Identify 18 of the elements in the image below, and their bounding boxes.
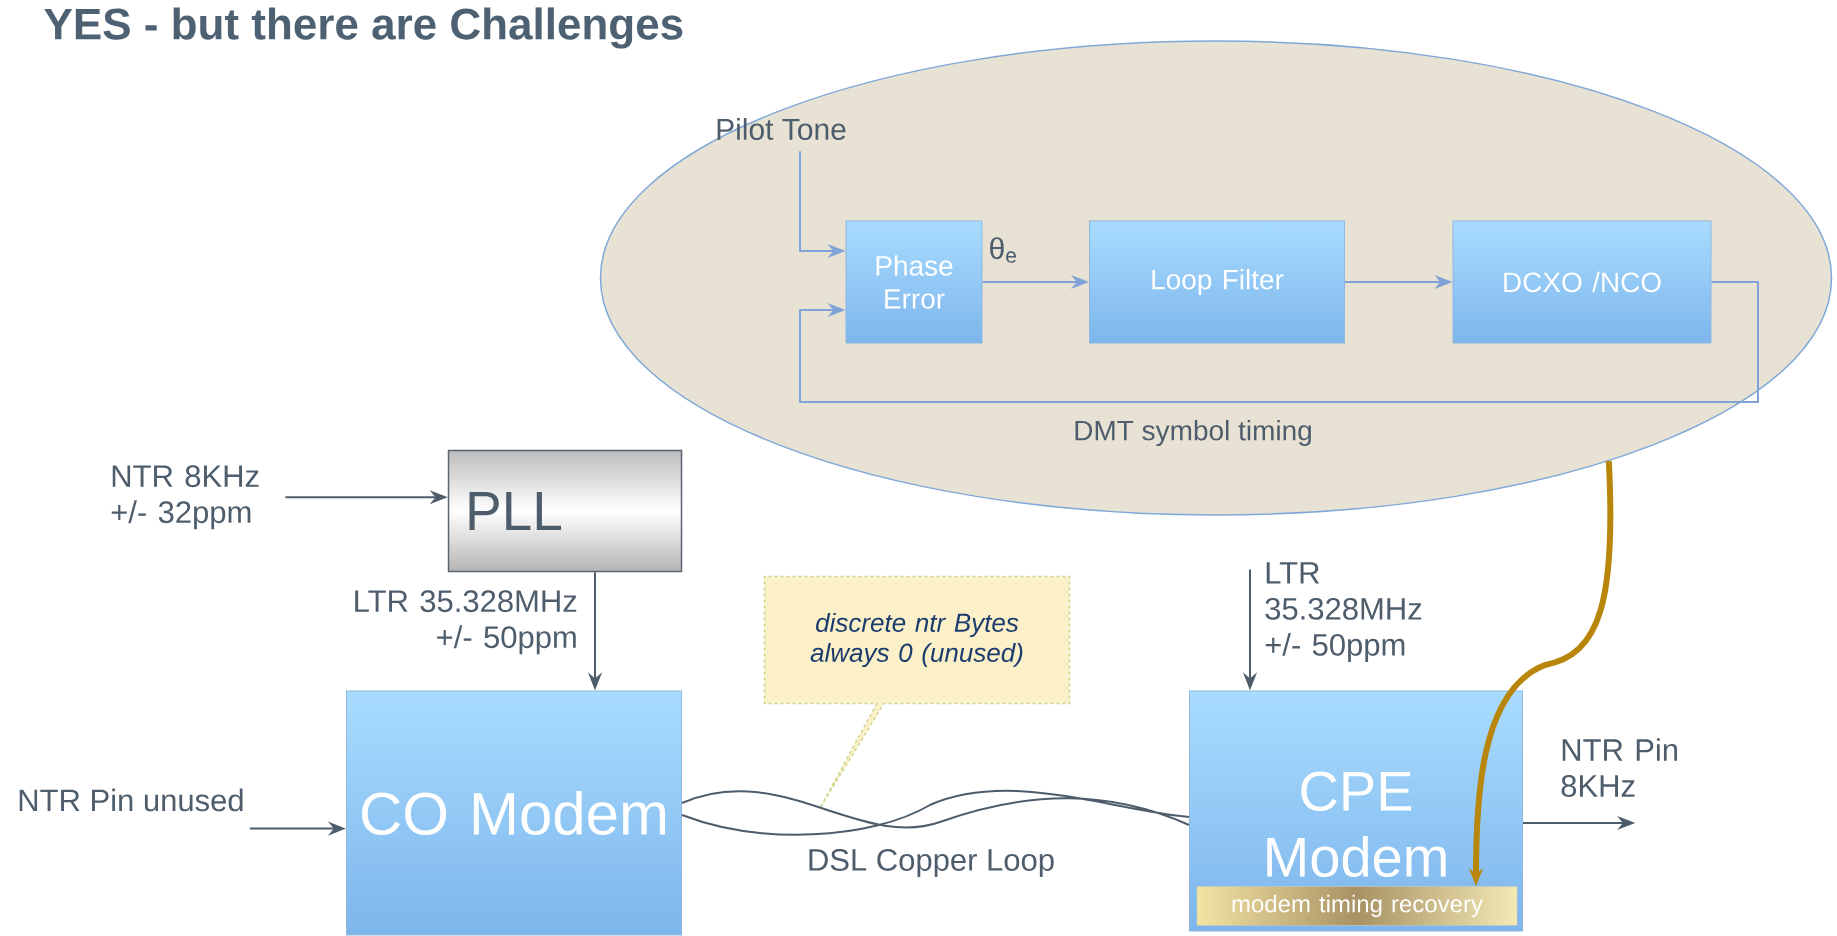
input-label: NTR 8KHz +/- 32ppm [111, 465, 259, 530]
title: YES - but there are Challenges [44, 7, 683, 49]
speech-bubble: discrete ntr Bytes always 0 (unused) [763, 575, 1071, 809]
edge-label: LTR 35.328MHz +/- 50ppm [1265, 562, 1422, 662]
input-label: NTR Pin unused [19, 788, 243, 812]
label-band: modem timing recovery [1196, 886, 1518, 926]
modem-box: CO Modem [346, 690, 682, 936]
twisted-pair-line [681, 790, 1190, 836]
process-box: PLL [447, 449, 683, 573]
arrow [799, 281, 1759, 403]
edge-label: DSL Copper Loop [809, 848, 1054, 878]
process-box: Loop Filter [1089, 220, 1345, 344]
edge-label: θ$_{e}$ [990, 237, 1016, 263]
process-box: DCXO /NCO [1452, 220, 1712, 344]
process-box: Phase Error [845, 220, 983, 344]
edge-label: LTR 35.328MHz +/- 50ppm [355, 590, 577, 655]
output-label: NTR Pin 8KHz [1561, 738, 1677, 797]
edge-label: DMT symbol timing [1075, 419, 1311, 447]
